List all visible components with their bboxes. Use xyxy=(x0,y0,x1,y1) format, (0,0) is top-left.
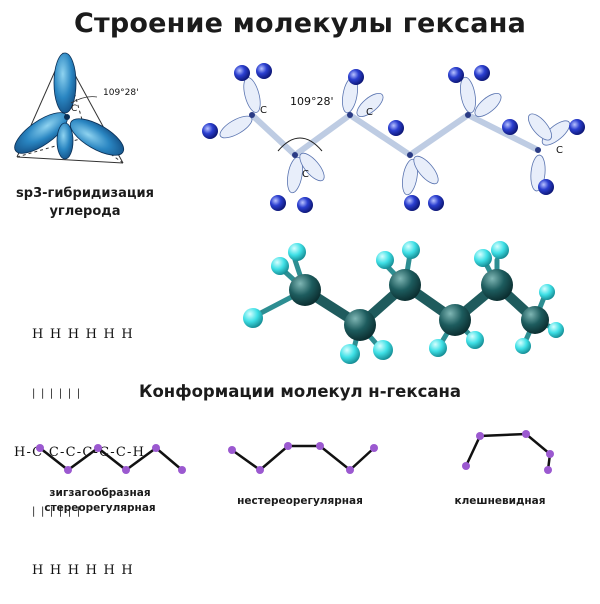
sp3-tetrahedron-diagram: C 109°28' xyxy=(14,52,139,164)
hybrid-orbital-lobes xyxy=(14,52,125,160)
orbital-lobe-back xyxy=(56,122,74,160)
sp3-angle-label: 109°28' xyxy=(103,88,139,98)
sp3-caption-line2: углерода xyxy=(49,204,121,219)
formula-top-bonds: | | | | | | xyxy=(32,388,82,399)
orbital-chain-bonds xyxy=(249,111,541,159)
zigzag-chain xyxy=(39,446,183,472)
conformations-diagram xyxy=(36,430,554,474)
hexane-orbital-chain-diagram: 109°28' C C C C xyxy=(202,63,585,213)
chain-angle-label: 109°28' xyxy=(290,95,334,108)
conformation-claw-line1: клешневидная xyxy=(454,495,546,507)
orbital-lobe-right xyxy=(69,118,125,156)
chain-atom-label-4: C xyxy=(556,145,563,156)
conformation-nodes xyxy=(36,430,554,474)
formula-carbon-chain: H-C-C-C-C-C-C-H xyxy=(14,445,146,460)
orbital-chain-carbons xyxy=(249,112,541,158)
sp3-caption-line1: sp3-гибридизация xyxy=(16,186,154,201)
chain-atom-label-1: C xyxy=(260,105,267,116)
carbon-balls xyxy=(289,269,549,341)
conformations-heading: Конформации молекул н-гексана xyxy=(138,382,462,401)
hydrogen-balls xyxy=(243,241,564,364)
ball-and-stick-model xyxy=(243,241,564,364)
formula-top-hydrogens: H H H H H H xyxy=(32,327,134,342)
orbital-chain-lobes xyxy=(219,76,571,196)
conformation-zigzag-line1: зигзагообразная xyxy=(49,487,151,499)
conformation-zigzag-line2: стереорегулярная xyxy=(44,502,156,514)
conformation-nonstereo-line1: нестереорегулярная xyxy=(237,495,363,507)
formula-bottom-bonds: | | | | | | xyxy=(32,506,82,517)
sp3-caption: sp3-гибридизация углерода xyxy=(5,185,165,221)
sp3-atom-label: C xyxy=(71,104,77,114)
conformation-label-zigzag: зигзагообразная стереорегулярная xyxy=(30,486,170,516)
formula-bottom-hydrogens: H H H H H H xyxy=(32,563,134,578)
nonstereo-chain xyxy=(231,444,375,472)
conformation-label-claw: клешневидная xyxy=(440,494,560,509)
chain-atom-label-2: C xyxy=(302,169,309,180)
page-title: Строение молекулы гексана xyxy=(73,8,526,39)
orbital-lobe-up xyxy=(53,52,77,114)
conformation-label-nonstereo: нестереорегулярная xyxy=(230,494,370,509)
carbon-center xyxy=(64,114,70,120)
chain-atom-label-3: C xyxy=(366,107,373,118)
hydrogen-atoms xyxy=(202,63,585,213)
